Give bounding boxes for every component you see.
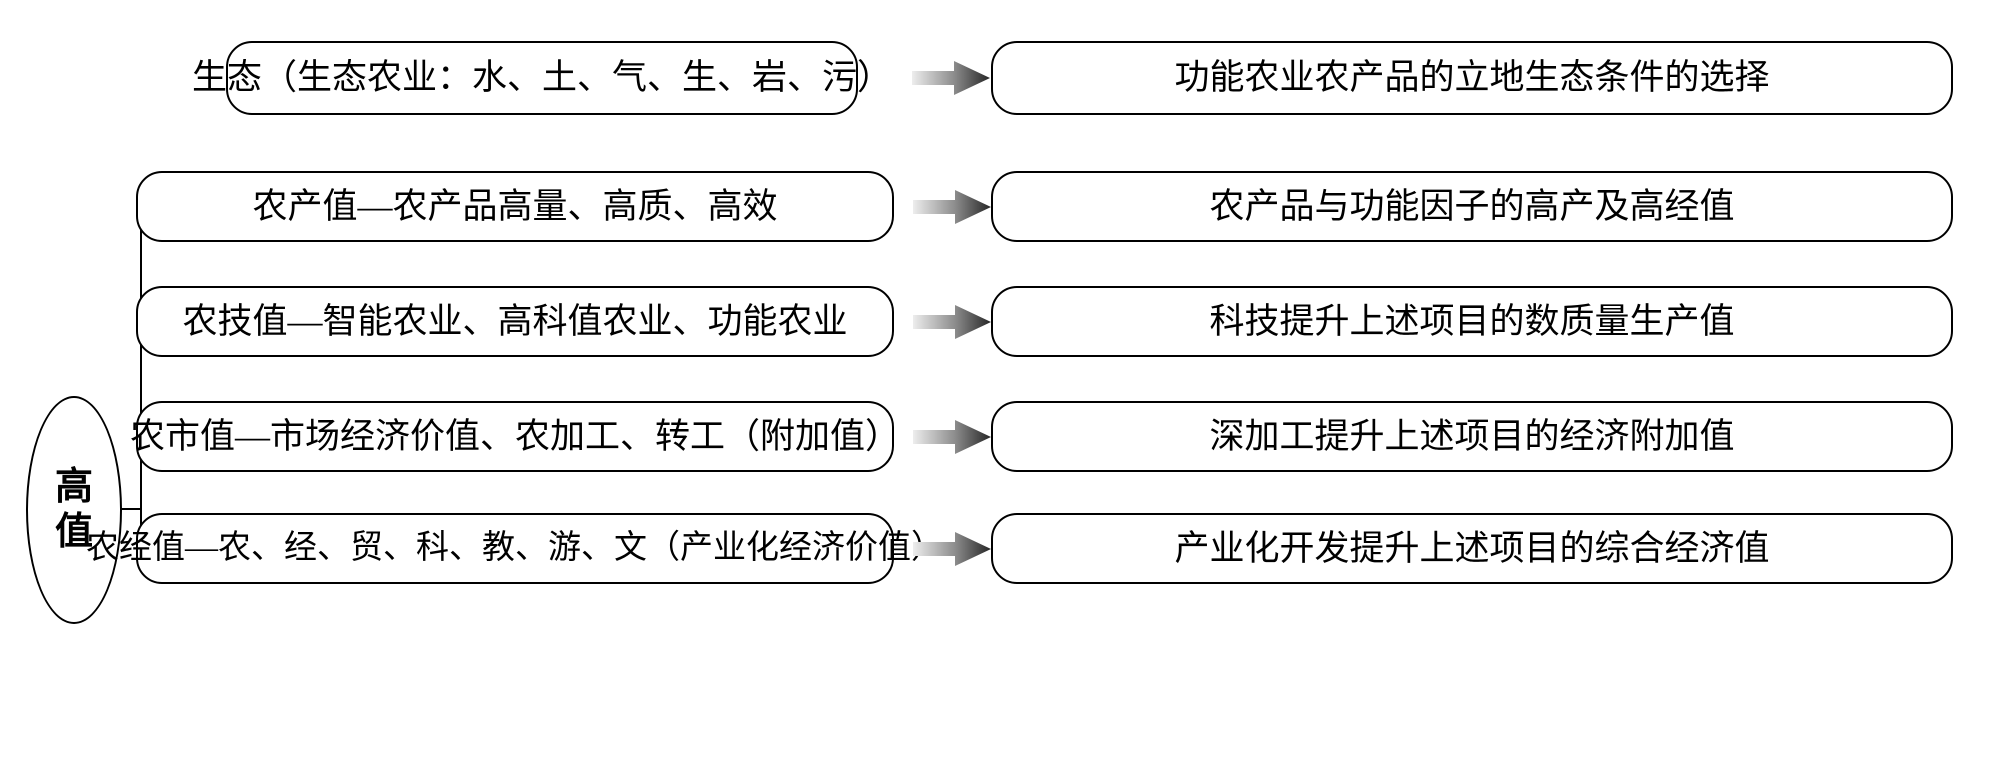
node-branch-1-target[interactable]: 农产品与功能因子的高产及高经值 <box>991 171 1953 242</box>
node-branch-2-source[interactable]: 农技值—智能农业、高科值农业、功能农业 <box>136 286 894 357</box>
arrow-top-row <box>912 58 992 98</box>
node-top-source-label: 生态（生态农业：水、土、气、生、岩、污） <box>192 58 893 97</box>
connector-vertical-spine <box>140 207 143 550</box>
node-branch-2-source-label: 农技值—智能农业、高科值农业、功能农业 <box>182 301 848 341</box>
node-top-target[interactable]: 功能农业农产品的立地生态条件的选择 <box>991 41 1953 115</box>
arrow-branch-3 <box>913 417 993 457</box>
node-branch-1-source[interactable]: 农产值—农产品高量、高质、高效 <box>136 171 894 242</box>
node-branch-2-target-label: 科技提升上述项目的数质量生产值 <box>1209 301 1735 341</box>
node-branch-3-target-label: 深加工提升上述项目的经济附加值 <box>1209 416 1735 456</box>
arrow-branch-1 <box>913 187 993 227</box>
arrow-branch-4 <box>913 529 993 569</box>
node-branch-3-source[interactable]: 农市值—市场经济价值、农加工、转工（附加值） <box>130 401 900 472</box>
node-top-target-label: 功能农业农产品的立地生态条件的选择 <box>1174 58 1770 97</box>
node-top-source[interactable]: 生态（生态农业：水、土、气、生、岩、污） <box>192 41 892 115</box>
arrow-branch-2 <box>913 302 993 342</box>
connector-root-stub <box>120 508 142 511</box>
node-branch-3-target[interactable]: 深加工提升上述项目的经济附加值 <box>991 401 1953 472</box>
node-branch-4-source[interactable]: 农经值—农、经、贸、科、教、游、文（产业化经济价值） <box>86 513 944 584</box>
node-branch-4-source-label: 农经值—农、经、贸、科、教、游、文（产业化经济价值） <box>86 529 944 566</box>
root-node-label: 高值 <box>54 466 93 553</box>
node-branch-3-source-label: 农市值—市场经济价值、农加工、转工（附加值） <box>130 416 901 456</box>
node-branch-1-source-label: 农产值—农产品高量、高质、高效 <box>252 186 778 226</box>
root-node-high-value[interactable]: 高值 <box>26 396 122 624</box>
node-branch-4-target-label: 产业化开发提升上述项目的综合经济值 <box>1174 528 1770 568</box>
node-branch-1-target-label: 农产品与功能因子的高产及高经值 <box>1209 186 1735 226</box>
node-branch-4-target[interactable]: 产业化开发提升上述项目的综合经济值 <box>991 513 1953 584</box>
node-branch-2-target[interactable]: 科技提升上述项目的数质量生产值 <box>991 286 1953 357</box>
